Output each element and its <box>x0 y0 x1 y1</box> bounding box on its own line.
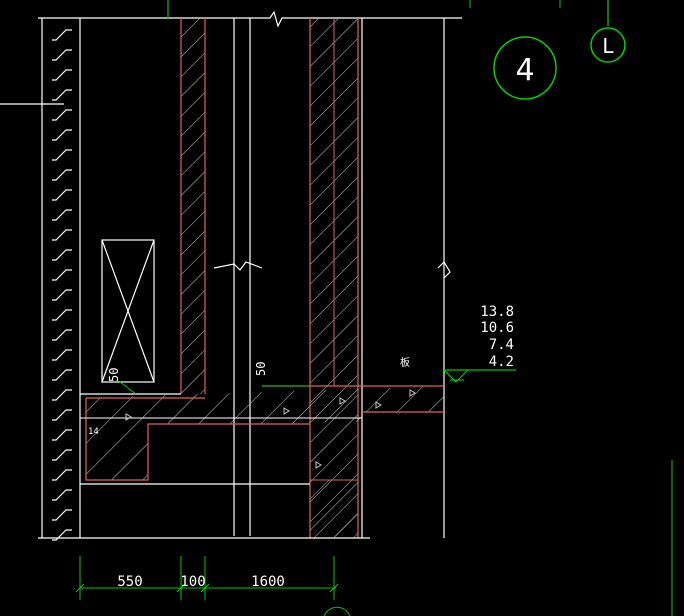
insulation-zigzag-mark <box>52 89 72 101</box>
slab-mark-14: 14 <box>88 427 99 437</box>
insulation-zigzag-mark <box>52 469 72 481</box>
insulation-zigzag-mark <box>52 529 72 541</box>
pipe-lines <box>213 18 451 538</box>
window-symbol <box>101 239 155 383</box>
elevation-marker <box>443 369 516 383</box>
insulation-zigzag-mark <box>52 309 72 321</box>
insulation-zigzag-mark <box>52 489 72 501</box>
insulation-zigzag-mark <box>52 509 72 521</box>
insulation-zigzag-mark <box>52 349 72 361</box>
insulation-zigzag-mark <box>52 269 72 281</box>
grid-bubble-L-label: L <box>602 34 614 58</box>
dim-label-50-mid: 50 <box>254 362 268 376</box>
hatched-column-left <box>180 18 206 394</box>
insulation-zigzag-mark <box>52 149 72 161</box>
grid-bubble-L-circle <box>590 27 626 63</box>
insulation-zigzag-mark <box>52 129 72 141</box>
insulation-zigzag-mark <box>52 49 72 61</box>
elevation-labels: 13.8 10.6 7.4 4.2 <box>480 304 514 370</box>
hatched-column-right <box>309 18 359 538</box>
insulation-zigzag-mark <box>52 389 72 401</box>
aggregate-marks <box>125 389 416 469</box>
grid-bubble-4-circle <box>493 36 557 100</box>
insulation-zigzag-mark <box>52 289 72 301</box>
insulation-zigzag-mark <box>52 409 72 421</box>
elevation-label: 7.4 <box>489 337 514 353</box>
insulation-zigzag-mark <box>52 209 72 221</box>
insulation-zigzag-mark <box>52 169 72 181</box>
insulation-zigzag-mark <box>52 329 72 341</box>
slab-note: 板 <box>400 356 410 369</box>
right-edge-lines <box>469 0 673 616</box>
grid-bubble-4[interactable]: 4 <box>493 36 557 100</box>
grid-bubble-4-label: 4 <box>515 53 534 88</box>
insulation-zigzag-mark <box>52 449 72 461</box>
insulation-zigzag-mark <box>52 29 72 41</box>
grid-bubble-L[interactable]: L <box>590 0 626 63</box>
floor-slab <box>38 385 444 539</box>
elevation-label: 13.8 <box>480 304 514 320</box>
insulation-zigzag-mark <box>52 69 72 81</box>
vertical-dim-ticks <box>119 381 310 395</box>
insulation-zigzag-mark <box>52 429 72 441</box>
insulation-zigzag-mark <box>52 369 72 381</box>
dimension-label: 550 <box>117 574 142 590</box>
dimension-line <box>75 556 351 616</box>
elevation-label: 4.2 <box>489 354 514 370</box>
dimension-label: 100 <box>180 574 205 590</box>
elevation-label: 10.6 <box>480 320 514 336</box>
insulation-zigzag-mark <box>52 189 72 201</box>
dim-label-50-left: 50 <box>107 368 121 382</box>
insulation-zigzag <box>52 29 72 541</box>
insulation-zigzag-mark <box>52 109 72 121</box>
insulation-zigzag-mark <box>52 249 72 261</box>
insulation-zigzag-mark <box>52 229 72 241</box>
left-wall <box>0 18 81 541</box>
dimension-label: 1600 <box>251 574 285 590</box>
